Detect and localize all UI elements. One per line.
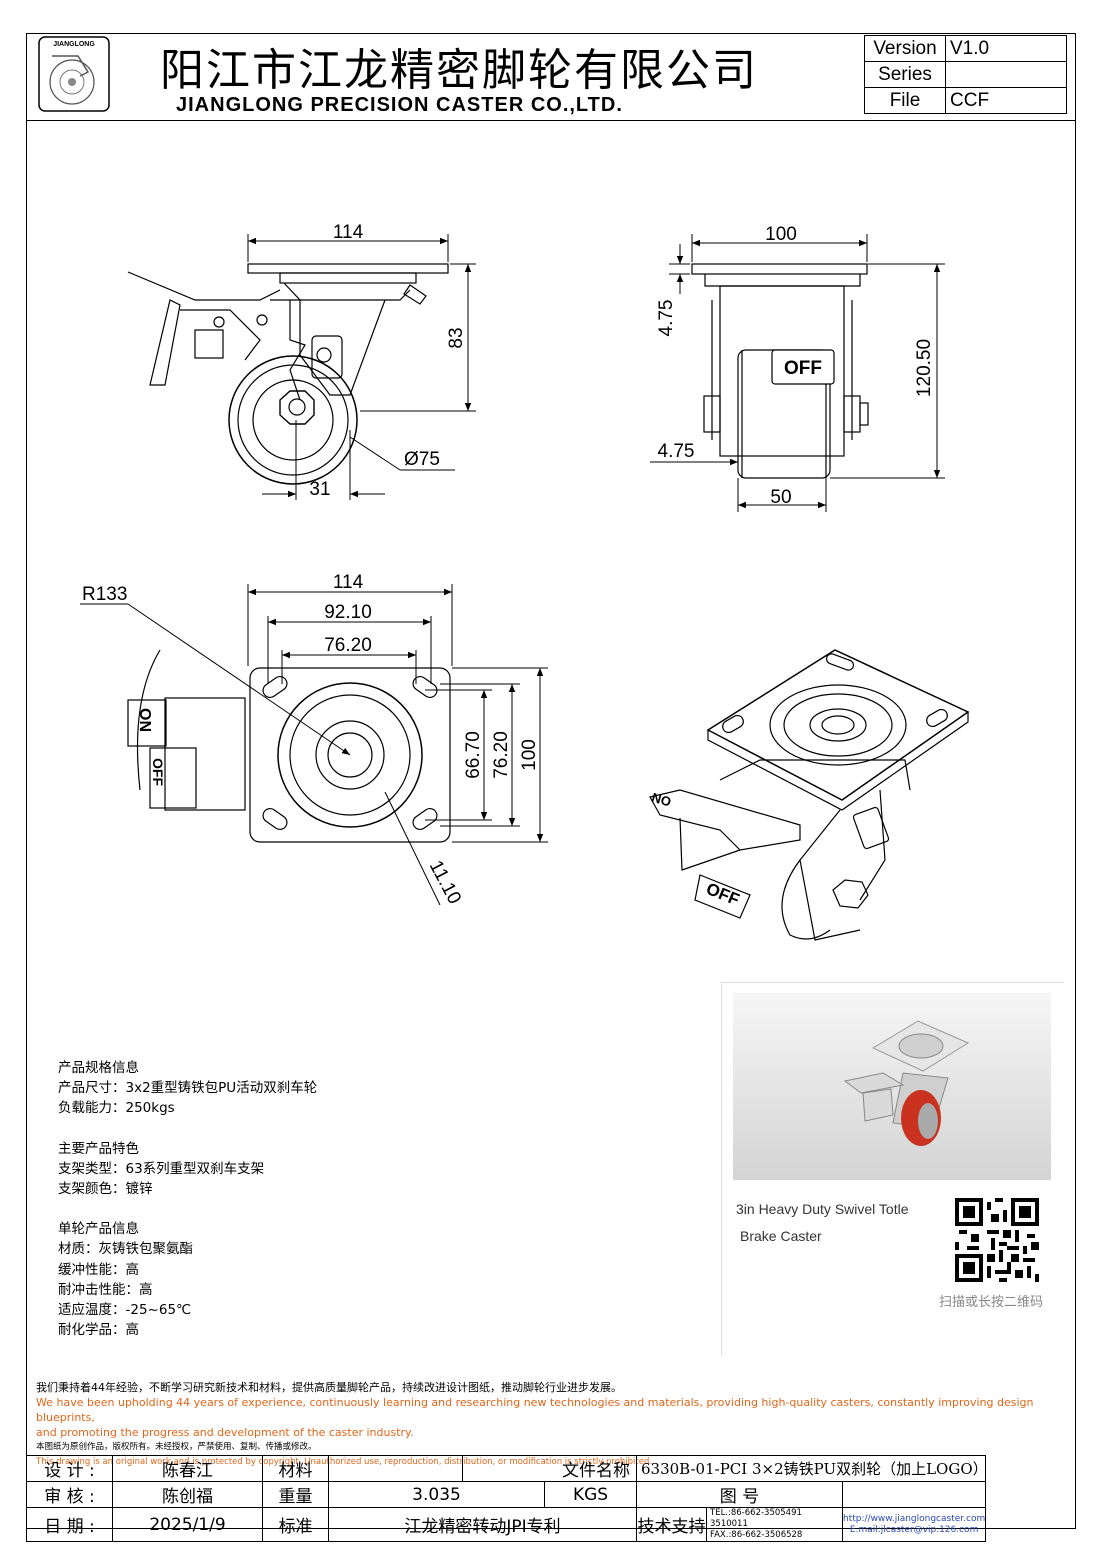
mission-en-line1: We have been upholding 44 years of exper… — [36, 1396, 1034, 1424]
date-label: 日 期 : — [26, 1507, 113, 1542]
mission-en-line2: and promoting the progress and developme… — [36, 1426, 414, 1439]
date-value: 2025/1/9 — [112, 1507, 263, 1542]
caption-line: 3in Heavy Duty Swivel Totle — [736, 1201, 909, 1217]
isometric-view — [649, 649, 970, 941]
weight-unit: KGS — [544, 1481, 637, 1508]
top-plate-height-label: 100 — [519, 739, 540, 771]
mission-statement: 我们秉持着44年经验，不断学习研究新技术和材料，提供高质量脚轮产品，持续改进设计… — [36, 1380, 1076, 1470]
tel-text: TEL.:86-662-3505491 3510011 — [710, 1508, 802, 1529]
drawing-no-label: 图 号 — [636, 1481, 843, 1508]
company-logo: JIANGLONG — [38, 36, 110, 112]
front-top-gap-label: 4.75 — [656, 300, 677, 337]
copyright-cn: 本图纸为原创作品，版权所有。未经授权，严禁使用、复制、传播或修改。 — [36, 1442, 317, 1452]
contact-web: http://www.jianglongcaster.com E.mail:jl… — [841, 1507, 987, 1542]
side-offset-label: 31 — [309, 479, 330, 500]
spec-group-wheel: 单轮产品信息 材质：灰铸铁包聚氨酯 缓冲性能：高 耐冲击性能：高 适应温度：-2… — [58, 1219, 317, 1340]
material-value — [328, 1455, 463, 1482]
spec-group-size: 产品规格信息 产品尺寸：3x2重型铸铁包PU活动双刹车轮 负载能力：250kgs — [58, 1058, 317, 1119]
front-view — [691, 263, 869, 479]
front-brake-label: OFF — [784, 358, 822, 379]
spec-line: 耐化学品：高 — [58, 1322, 139, 1339]
iso-off-label: OFF — [704, 879, 743, 909]
top-hole-width2-label: 76.20 — [324, 635, 372, 656]
spec-line: 适应温度：-25~65℃ — [58, 1302, 192, 1319]
top-off-label: OFF — [150, 758, 166, 786]
front-view-dims — [650, 234, 945, 512]
header — [26, 33, 1076, 121]
filename-value: 6330B-01-PCI 3×2铸铁PU双刹轮（加上LOGO） — [635, 1455, 988, 1482]
email-link[interactable]: E.mail:jlcaster@vip.126.com — [849, 1524, 979, 1535]
product-photo — [733, 993, 1051, 1180]
designer-value: 陈春江 — [112, 1455, 263, 1482]
fax-text: FAX.:86-662-3506528 — [710, 1530, 803, 1540]
spec-line: 耐冲击性能：高 — [58, 1281, 153, 1298]
filename-label: 文件名称 — [462, 1455, 637, 1482]
front-height-label: 120.50 — [914, 339, 935, 397]
support-label: 技术支持 — [636, 1507, 707, 1542]
side-view-dims — [247, 234, 476, 500]
standard-label: 标准 — [262, 1507, 329, 1542]
top-radius-label: R133 — [82, 584, 127, 605]
qr-code-icon[interactable] — [955, 1198, 1039, 1282]
product-caption: 3in Heavy Duty Swivel Totle Brake Caster — [736, 1196, 908, 1250]
drawing-no-value — [841, 1481, 987, 1508]
front-width-label: 100 — [765, 224, 797, 245]
weight-label: 重量 — [262, 1481, 329, 1508]
spec-line: 支架类型：63系列重型双刹车支架 — [58, 1160, 265, 1177]
top-slot-label: 11.10 — [425, 857, 465, 908]
caption-line: Brake Caster — [740, 1228, 822, 1244]
iso-on-label: ON — [650, 790, 673, 810]
top-view — [127, 649, 451, 843]
spec-line: 产品规格信息 — [58, 1060, 139, 1076]
contact-phone: TEL.:86-662-3505491 3510011 FAX.:86-662-… — [706, 1507, 843, 1542]
qr-caption: 扫描或长按二维码 — [939, 1295, 1044, 1310]
weight-value: 3.035 — [328, 1481, 545, 1508]
front-bottom-gap-label: 4.75 — [658, 441, 695, 462]
reviewer-value: 陈创福 — [112, 1481, 263, 1508]
logo-text: JIANGLONG — [53, 41, 95, 48]
mission-cn: 我们秉持着44年经验，不断学习研究新技术和材料，提供高质量脚轮产品，持续改进设计… — [36, 1381, 622, 1394]
meta-value: CCF — [945, 87, 1067, 114]
spec-line: 材质：灰铸铁包聚氨酯 — [58, 1241, 193, 1258]
side-height-label: 83 — [446, 327, 467, 348]
standard-value: 江龙精密转动JPI专利 — [328, 1507, 637, 1542]
technical-drawings: 114 83 Ø75 31 OFF 100 4.75 120.50 4.75 5… — [80, 222, 970, 941]
design-label: 设 计 : — [26, 1455, 113, 1482]
spec-line: 负载能力：250kgs — [58, 1100, 175, 1117]
spec-line: 产品尺寸：3x2重型铸铁包PU活动双刹车轮 — [58, 1080, 318, 1097]
company-name-cn: 阳江市江龙精密脚轮有限公司 — [160, 45, 758, 96]
product-specs: 产品规格信息 产品尺寸：3x2重型铸铁包PU活动双刹车轮 负载能力：250kgs… — [58, 1058, 317, 1360]
side-width-label: 114 — [333, 222, 364, 243]
spec-line: 支架颜色：镀锌 — [58, 1181, 153, 1198]
spec-line: 主要产品特色 — [58, 1140, 139, 1157]
top-plate-width-label: 114 — [333, 572, 364, 593]
top-hole-height1-label: 66.70 — [463, 731, 484, 779]
meta-key: File — [864, 87, 946, 114]
side-wheel-dia-label: Ø75 — [404, 449, 440, 470]
top-on-label: ON — [136, 708, 153, 732]
side-view — [127, 263, 449, 485]
title-block: 设 计 : 陈春江 材料 文件名称 6330B-01-PCI 3×2铸铁PU双刹… — [26, 1455, 988, 1542]
review-label: 审 核 : — [26, 1481, 113, 1508]
product-card — [721, 982, 1064, 1355]
top-hole-width1-label: 92.10 — [324, 602, 372, 623]
front-wheel-width-label: 50 — [770, 487, 791, 508]
spec-line: 单轮产品信息 — [58, 1221, 139, 1238]
spec-group-features: 主要产品特色 支架类型：63系列重型双刹车支架 支架颜色：镀锌 — [58, 1139, 317, 1200]
top-hole-height2-label: 76.20 — [491, 731, 512, 779]
top-view-dims — [80, 584, 548, 906]
spec-line: 缓冲性能：高 — [58, 1261, 139, 1278]
company-name-en: JIANGLONG PRECISION CASTER CO.,LTD. — [176, 94, 623, 116]
website-link[interactable]: http://www.jianglongcaster.com — [843, 1513, 986, 1524]
material-label: 材料 — [262, 1455, 329, 1482]
